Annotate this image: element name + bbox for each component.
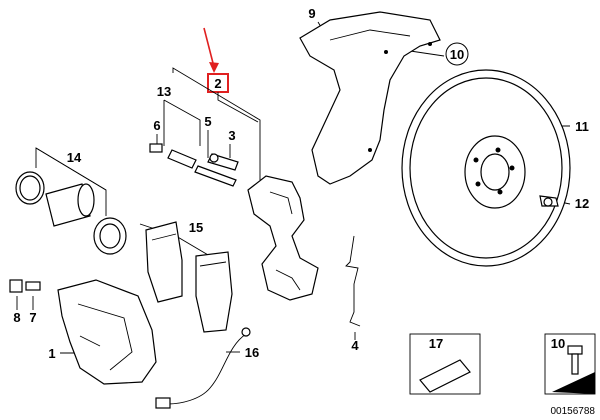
callout-5: 5 (204, 114, 211, 129)
wear-sensor (155, 327, 251, 409)
callout-11: 11 (575, 119, 589, 134)
callout-10-kit: 10 (551, 336, 565, 351)
callout-4: 4 (351, 338, 359, 353)
callout-6: 6 (153, 118, 160, 133)
callout-9: 9 (308, 6, 315, 21)
caliper-housing (57, 279, 157, 385)
callout-12: 12 (575, 196, 589, 211)
caliper-carrier (247, 175, 319, 301)
callout-17: 17 (429, 336, 443, 351)
bolt-kit-10 (544, 333, 596, 395)
piston-seal (15, 171, 127, 255)
callout-14: 14 (67, 150, 82, 165)
callout-16: 16 (245, 345, 259, 360)
brake-disc (401, 69, 571, 267)
callout-10: 10 (450, 47, 464, 62)
reference-number: 00156788 (551, 406, 596, 417)
dust-shield (299, 11, 441, 185)
brake-pads (145, 221, 233, 333)
callout-3: 3 (228, 128, 235, 143)
callout-8: 8 (13, 310, 20, 325)
callout-7: 7 (29, 310, 36, 325)
callout-10-circle (445, 42, 469, 66)
callout-13: 13 (157, 84, 171, 99)
highlight-arrow (203, 27, 219, 73)
bolt-12 (539, 195, 559, 207)
grease-pack (409, 333, 481, 395)
callout-2: 2 (214, 76, 221, 91)
callout-15: 15 (189, 220, 203, 235)
callout-1: 1 (48, 346, 55, 361)
bleeder-parts (9, 279, 41, 293)
spring-clip (345, 235, 361, 327)
guide-pins (149, 143, 239, 187)
